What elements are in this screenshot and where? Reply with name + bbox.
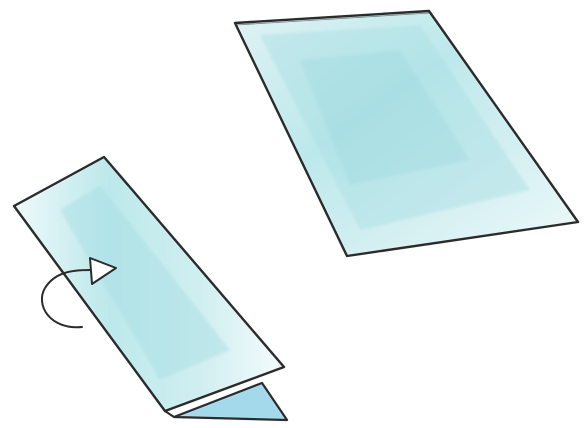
flat-paper	[235, 11, 578, 256]
folded-paper	[14, 157, 287, 420]
